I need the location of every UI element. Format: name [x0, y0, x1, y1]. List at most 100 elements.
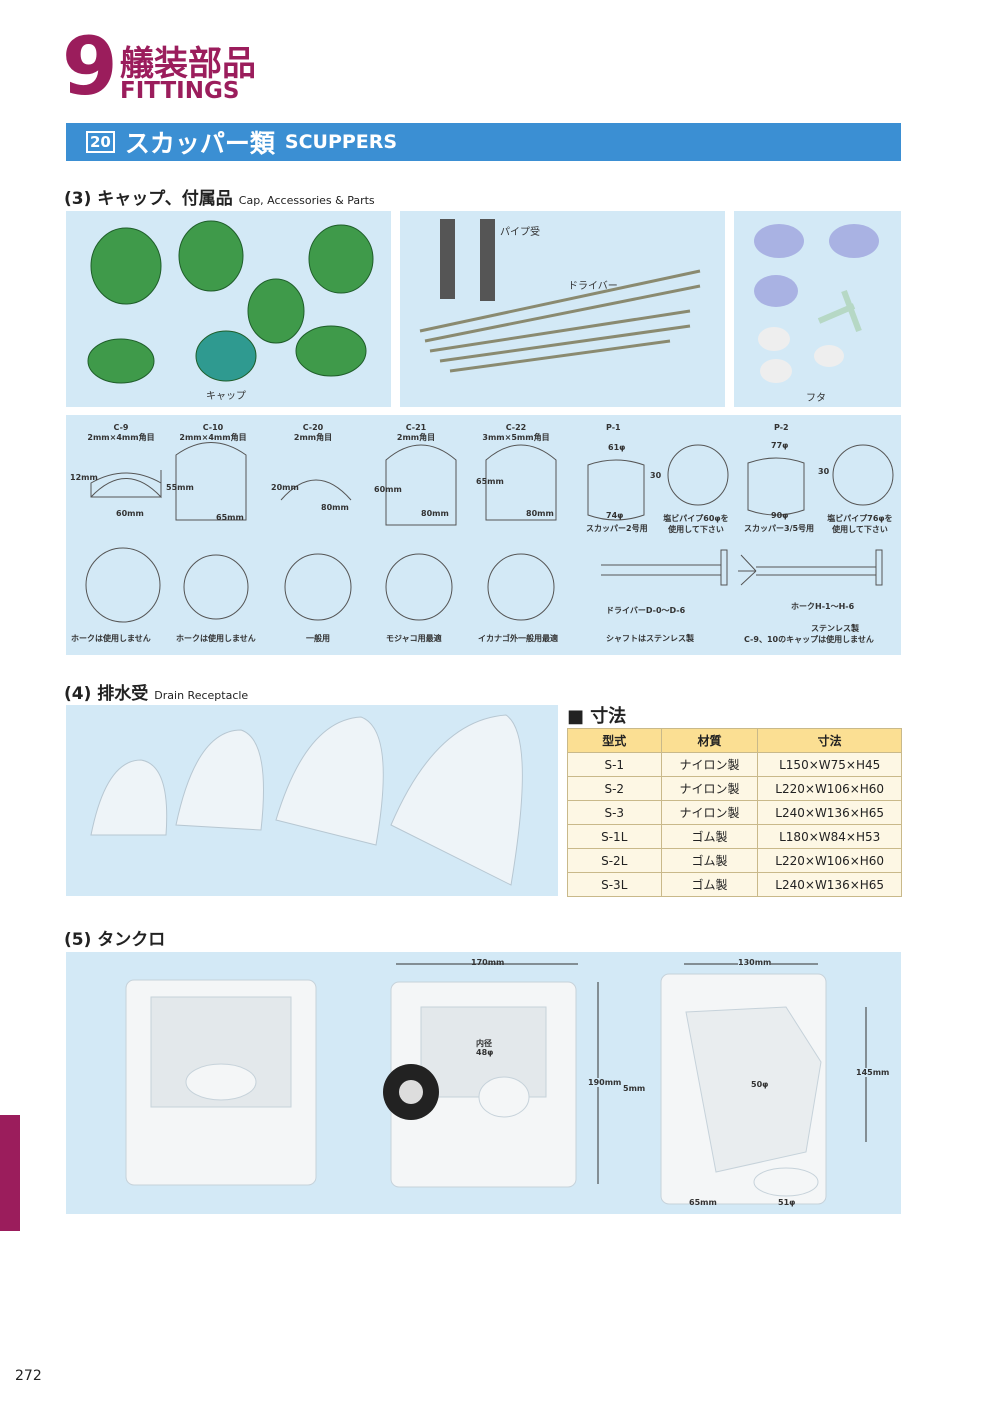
p2-note: 塩ビパイプ76φを使用して下さい: [827, 514, 893, 534]
col-model: 型式: [567, 728, 662, 753]
cell: L180×W84×H53: [757, 824, 902, 849]
p2-bottom: 90φ: [771, 511, 789, 520]
col-dimensions: 寸法: [757, 728, 902, 753]
dimensions-title: ■ 寸法: [567, 706, 627, 727]
c10-height: 55mm: [166, 483, 194, 492]
cell: ゴム製: [660, 824, 759, 849]
tankuro-photo: 170mm 190mm 内径 48φ 130mm 145mm 50φ 5mm 6…: [66, 952, 901, 1214]
cap-photo: キャップ: [66, 211, 391, 407]
c20-width: 80mm: [321, 503, 349, 512]
p2-top: 77φ: [771, 441, 789, 450]
cell: S-2: [567, 776, 662, 801]
c21-height: 60mm: [374, 485, 402, 494]
dim-50: 50φ: [751, 1080, 769, 1089]
chapter-side-tab: [0, 1115, 20, 1231]
col-material: 材質: [660, 728, 759, 753]
driver-label: ドライバー: [568, 281, 618, 292]
cell: L240×W136×H65: [757, 872, 902, 897]
caps-illustration: [87, 220, 374, 384]
dim-inner: 内径: [476, 1039, 492, 1048]
cell: S-3: [567, 800, 662, 825]
diagram-drawings: [85, 442, 894, 623]
page-number: 272: [15, 1368, 42, 1384]
p1-height: 30: [650, 471, 662, 480]
banner-title-jp: スカッパー類: [124, 129, 275, 158]
cell: ゴム製: [660, 872, 759, 897]
p1-bottom: 74φ: [606, 511, 624, 520]
cell: L220×W106×H60: [757, 848, 902, 873]
fork-note1: ステンレス製: [811, 624, 859, 633]
dim-65mm: 65mm: [689, 1198, 717, 1207]
p2-model: P-2: [774, 423, 789, 432]
c9-height: 12mm: [70, 473, 98, 482]
cell: L240×W136×H65: [757, 800, 902, 825]
dim-48: 48φ: [476, 1048, 494, 1057]
c9-note: ホークは使用しません: [71, 634, 151, 643]
cell: ナイロン製: [660, 776, 759, 801]
dim-190mm: 190mm: [588, 1078, 622, 1087]
p1-use: スカッパー2号用: [586, 524, 648, 533]
cell: L150×W75×H45: [757, 752, 902, 777]
section5-heading: (5) タンクロ: [64, 930, 166, 950]
c10-note: ホークは使用しません: [176, 634, 256, 643]
dim-5mm: 5mm: [623, 1084, 646, 1093]
p2-use: スカッパー3/5号用: [744, 524, 815, 533]
banner-title-en: SCUPPERS: [284, 131, 398, 153]
dim-51: 51φ: [778, 1198, 796, 1207]
c20-note: 一般用: [306, 634, 330, 643]
chapter-number: 9: [62, 20, 118, 113]
lid-photo: フタ: [734, 211, 901, 407]
c10-width: 65mm: [216, 513, 244, 522]
lid-label: フタ: [806, 393, 826, 404]
dim-170mm: 170mm: [471, 958, 505, 967]
cell: S-3L: [567, 872, 662, 897]
cell: ナイロン製: [660, 752, 759, 777]
c20-height: 20mm: [271, 483, 299, 492]
c22-height: 65mm: [476, 477, 504, 486]
lids-illustration: [754, 224, 879, 383]
driver-note: シャフトはステンレス製: [606, 634, 694, 643]
section-banner: 20 スカッパー類 SCUPPERS: [66, 123, 901, 161]
driver-range: ドライバーD-0〜D-6: [606, 606, 686, 615]
cell: S-1: [567, 752, 662, 777]
pipe-label: パイプ受: [500, 227, 540, 238]
drain-receptacle-photo: [66, 705, 558, 896]
dim-145mm: 145mm: [856, 1068, 890, 1077]
cell: ゴム製: [660, 848, 759, 873]
chapter-title-en: FITTINGS: [120, 78, 240, 104]
fork-range: ホークH-1〜H-6: [791, 602, 855, 611]
c22-width: 80mm: [526, 509, 554, 518]
cap-label: キャップ: [206, 391, 246, 402]
driver-illustration: [419, 219, 701, 373]
cell: ナイロン製: [660, 800, 759, 825]
cell: L220×W106×H60: [757, 776, 902, 801]
pipe-driver-photo: パイプ受 ドライバー: [400, 211, 725, 407]
chapter-title-jp: 艤装部品: [120, 44, 256, 84]
banner-number: 20: [86, 131, 115, 153]
c21-width: 80mm: [421, 509, 449, 518]
cell: S-2L: [567, 848, 662, 873]
p1-model: P-1: [606, 423, 621, 432]
c21-note: モジャコ用最適: [386, 634, 442, 643]
c9-width: 60mm: [116, 509, 144, 518]
drain-illustration: [90, 714, 523, 886]
p1-top: 61φ: [608, 443, 626, 452]
p2-height: 30: [818, 467, 830, 476]
p1-note: 塩ビパイプ60φを使用して下さい: [663, 514, 729, 534]
tankuro-illustration: [125, 963, 867, 1205]
dim-130mm: 130mm: [738, 958, 772, 967]
c22-note: イカナゴ外一般用最適: [478, 634, 558, 643]
